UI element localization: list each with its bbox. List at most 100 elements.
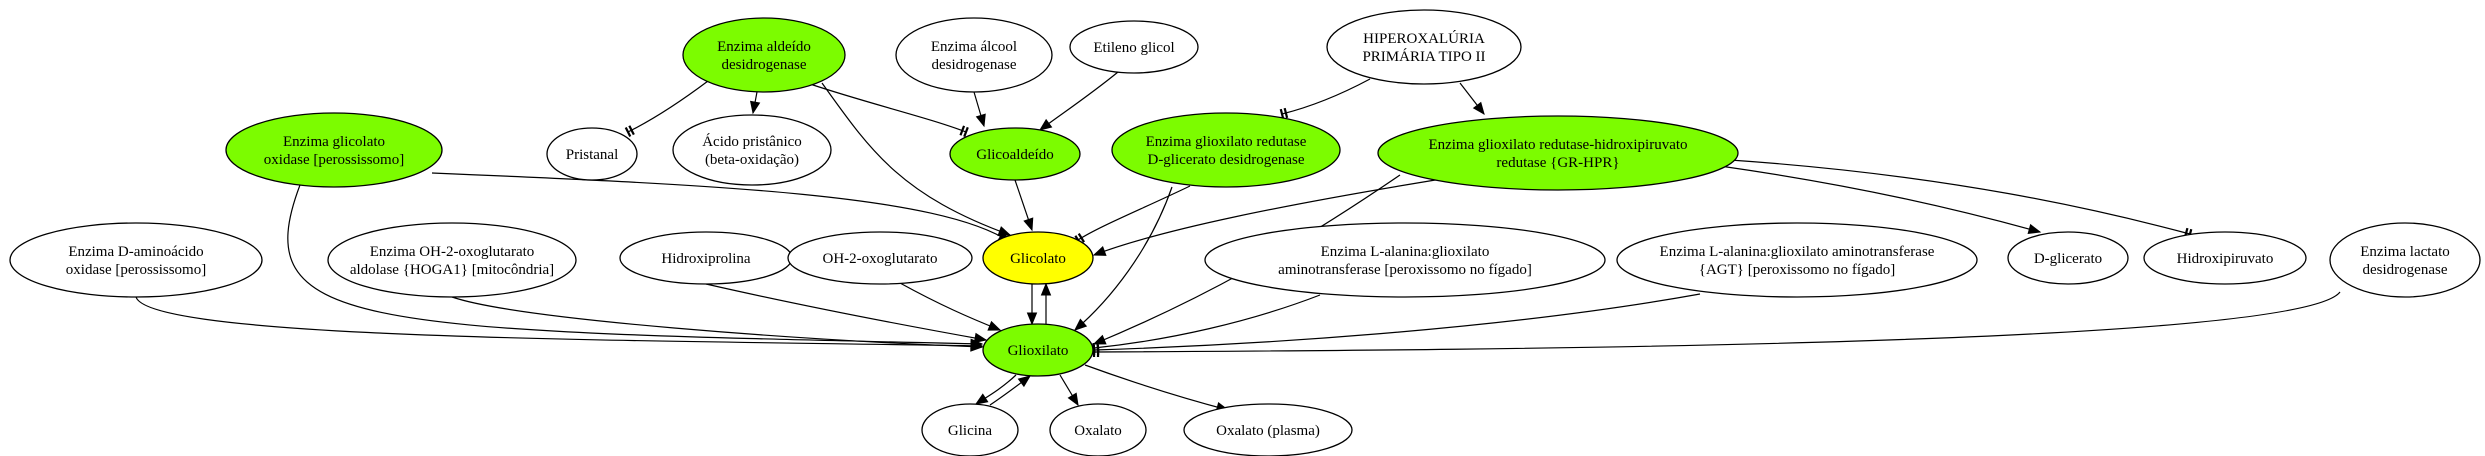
- arrowhead-icon: [1017, 375, 1032, 388]
- node-ellipse: [2329, 222, 2481, 298]
- edge-gr_dgd-to-glicolato: [1074, 185, 1191, 245]
- node-label: Glicoaldeído: [976, 147, 1053, 163]
- node-glicoaldeido: Glicoaldeído: [949, 127, 1081, 181]
- node-dglicerato: D-glicerato: [2007, 231, 2129, 285]
- arrowhead-icon: [1067, 392, 1079, 407]
- edge-line: [1093, 291, 2341, 353]
- node-label: desidrogenase: [932, 57, 1017, 73]
- node-oxalato_plasma: Oxalato (plasma): [1183, 403, 1353, 456]
- arrowhead-icon: [1026, 312, 1038, 326]
- node-ellipse: [327, 222, 577, 298]
- inhibition-bar: [628, 125, 635, 136]
- edge-line: [821, 82, 1011, 236]
- node-label: redutase {GR-HPR}: [1496, 155, 1619, 171]
- node-label: Enzima glioxilato redutase: [1146, 134, 1307, 150]
- inhibition-bars-icon: [1092, 346, 1100, 358]
- edge-line: [1093, 293, 1701, 351]
- node-hidroxiprolina: Hidroxiprolina: [619, 231, 793, 285]
- node-ellipse: [787, 231, 973, 285]
- edge-line: [1729, 159, 2191, 235]
- edge-line: [1719, 165, 2041, 233]
- node-ellipse: [672, 114, 832, 186]
- inhibition-bar: [963, 126, 969, 138]
- node-ellipse: [982, 231, 1094, 285]
- node-glicolato: Glicolato: [982, 231, 1094, 285]
- node-agt: Enzima L-alanina:glioxilato aminotransfe…: [1616, 222, 1978, 298]
- edge-line: [1093, 294, 1321, 349]
- node-label: desidrogenase: [722, 57, 807, 73]
- edge-line: [705, 283, 987, 341]
- edge-damino-to-glioxilato: [135, 296, 984, 352]
- edge-line: [431, 172, 1011, 243]
- node-label: OH-2-oxoglutarato: [823, 251, 938, 267]
- node-hidroxipiruvato: Hidroxipiruvato: [2143, 231, 2307, 285]
- arrowhead-icon: [1023, 217, 1034, 232]
- arrowhead-icon: [1092, 246, 1107, 256]
- edge-aldeido-to-pristanico: [749, 91, 761, 115]
- node-label: Ácido pristânico: [702, 133, 802, 150]
- arrowhead-icon: [749, 100, 761, 115]
- node-label: aldolase {HOGA1} [mitocôndria]: [350, 262, 554, 278]
- arrowhead-icon: [2027, 223, 2042, 235]
- node-gr_hpr: Enzima glioxilato redutase-hidroxipiruva…: [1377, 115, 1739, 191]
- node-label: Oxalato: [1074, 423, 1121, 439]
- node-label: Enzima glicolato: [283, 134, 385, 150]
- node-ellipse: [1183, 403, 1353, 456]
- edge-line: [451, 296, 983, 348]
- node-label: D-glicerato desidrogenase: [1147, 152, 1304, 168]
- node-ellipse: [1616, 222, 1978, 298]
- arrowhead-icon: [1472, 101, 1485, 116]
- edge-hidroxiprolina-to-glioxilato: [705, 283, 988, 344]
- node-glioxilato: Glioxilato: [982, 323, 1094, 377]
- arrowhead-icon: [974, 393, 989, 405]
- node-ellipse: [1204, 222, 1606, 298]
- node-ellipse: [1069, 20, 1199, 74]
- inhibition-bar: [624, 127, 632, 137]
- edge-glicolato-to-glioxilato: [1026, 284, 1038, 326]
- node-label: PRIMÁRIA TIPO II: [1362, 48, 1485, 65]
- edge-hiperox-to-gr_dgd: [1279, 78, 1371, 120]
- edge-gr_hpr-to-glicolato: [1092, 175, 1461, 256]
- edge-glioxilato-to-glicolato: [1040, 282, 1052, 324]
- node-label: Enzima glioxilato redutase-hidroxipiruva…: [1428, 137, 1687, 153]
- node-label: {AGT} [peroxissomo no fígado]: [1699, 262, 1895, 278]
- node-ellipse: [1111, 112, 1341, 188]
- edge-line: [1093, 175, 1461, 256]
- edge-line: [1084, 364, 1229, 411]
- arrowhead-icon: [1092, 334, 1107, 345]
- arrowhead-icon: [970, 341, 984, 352]
- node-label: Oxalato (plasma): [1216, 423, 1320, 439]
- node-ellipse: [982, 323, 1094, 377]
- node-ellipse: [949, 127, 1081, 181]
- node-label: Glicina: [948, 423, 992, 439]
- edge-line: [809, 83, 967, 133]
- node-label: Enzima L-alanina:glioxilato aminotransfe…: [1660, 244, 1935, 260]
- node-ellipse: [9, 222, 263, 298]
- node-label: Etileno glicol: [1093, 40, 1174, 56]
- inhibition-bars-icon: [959, 125, 969, 138]
- arrowhead-icon: [975, 113, 986, 128]
- edge-aldeido-to-glicoaldeido: [809, 83, 969, 138]
- node-label: aminotransferase [peroxissomo no fígado]: [1278, 262, 1532, 278]
- edge-gr_dgd-to-glioxilato: [1074, 186, 1173, 331]
- node-glicolato_oxidase: Enzima glicolato oxidase [perossissomo]: [225, 112, 443, 188]
- arrowhead-icon: [1040, 282, 1052, 296]
- edge-glicoaldeido-to-glicolato: [1014, 179, 1034, 232]
- node-lalanina1: Enzima L-alanina:glioxilatoaminotransfer…: [1204, 222, 1606, 298]
- arrowhead-icon: [1074, 318, 1088, 331]
- node-label: Enzima OH-2-oxoglutarato: [370, 244, 535, 260]
- node-label: oxidase [perossissomo]: [264, 152, 404, 168]
- edge-oh2oxo-to-glioxilato: [899, 282, 1002, 331]
- edge-line: [1077, 185, 1191, 241]
- node-label: Glicolato: [1010, 251, 1066, 267]
- edge-line: [627, 80, 709, 133]
- node-etileno: Etileno glicol: [1069, 20, 1199, 74]
- node-label: D-glicerato: [2034, 251, 2102, 267]
- edges-layer: [135, 71, 2341, 413]
- node-ellipse: [225, 112, 443, 188]
